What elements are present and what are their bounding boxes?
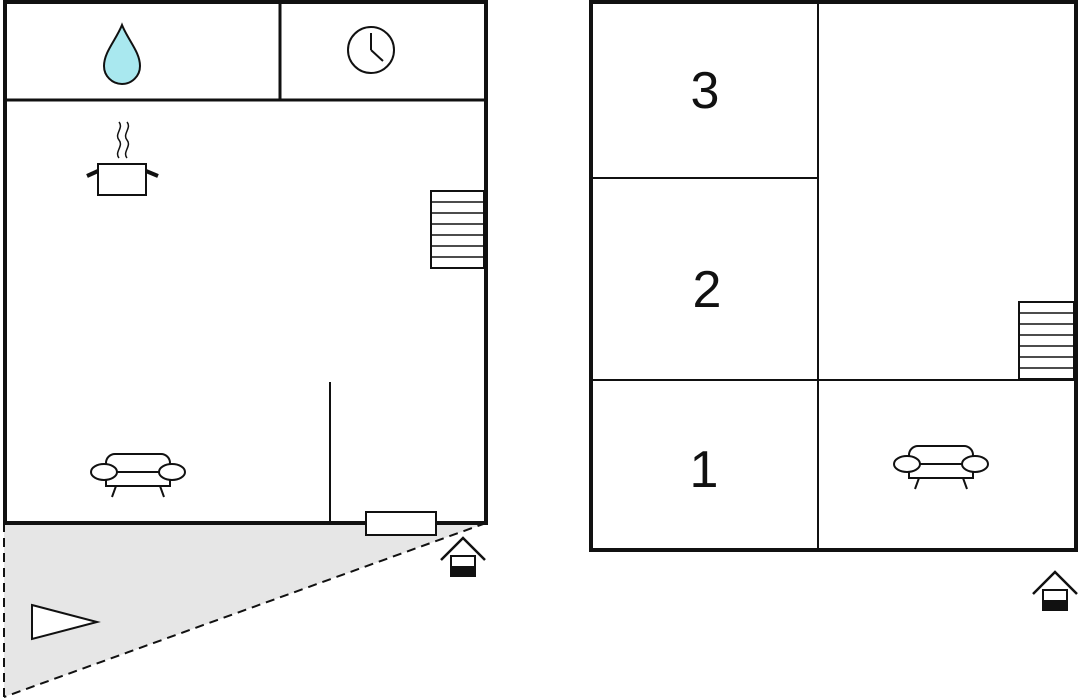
upper-floor-outline bbox=[589, 0, 1078, 552]
room-2-label: 2 bbox=[693, 261, 722, 319]
water-drop-icon bbox=[102, 22, 142, 85]
clock-icon bbox=[347, 26, 395, 74]
stairs-icon bbox=[430, 190, 485, 269]
room-1-label: 1 bbox=[690, 441, 719, 499]
cooking-pot-icon bbox=[86, 121, 159, 196]
entrance-house-icon bbox=[440, 536, 486, 577]
sofa-icon bbox=[893, 445, 989, 490]
upper-floor-plan: 3 2 1 bbox=[589, 0, 1078, 611]
entrance-house-icon bbox=[1032, 570, 1078, 611]
terrace-arrow-icon bbox=[31, 603, 101, 641]
room-3-label: 3 bbox=[691, 62, 720, 120]
sofa-icon bbox=[90, 453, 186, 498]
ground-floor-outline bbox=[3, 0, 488, 525]
terrace-edge-diagonal bbox=[3, 522, 487, 698]
ground-floor-plan bbox=[3, 0, 488, 698]
entrance-door bbox=[365, 511, 437, 536]
stairs-icon bbox=[1018, 301, 1075, 380]
